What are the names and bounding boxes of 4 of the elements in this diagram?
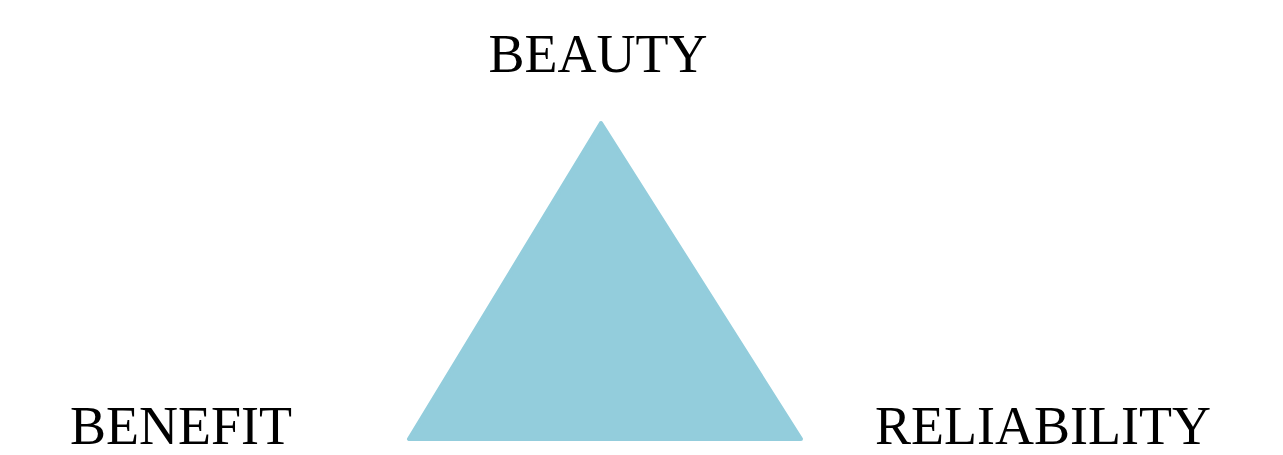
vertex-label: BEAUTY: [488, 24, 708, 84]
triangle-shape: [407, 121, 803, 441]
vertex-label: RELIABILITY: [875, 396, 1211, 455]
vertex-label: BENEFIT: [70, 396, 292, 455]
